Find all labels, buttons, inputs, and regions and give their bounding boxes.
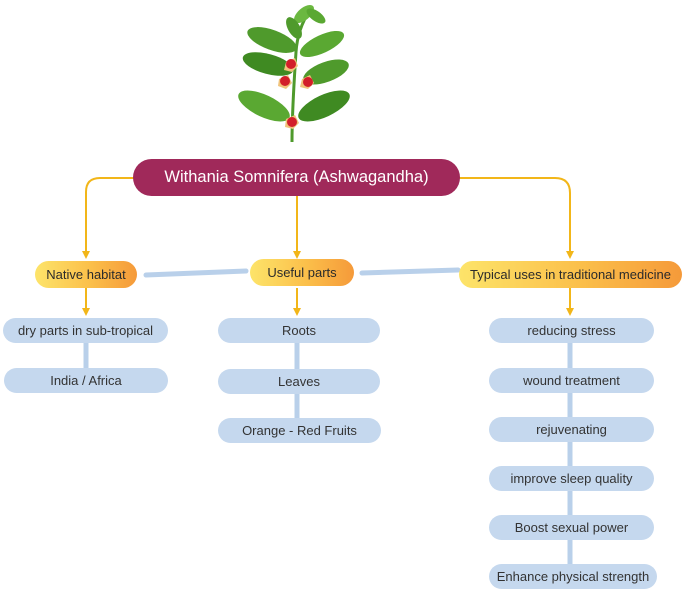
berry-1 [284,58,298,72]
category-native-habitat: Native habitat [35,261,137,288]
leaf-label: Roots [282,323,316,338]
leaf-rejuvenating: rejuvenating [489,417,654,442]
leaf-label: wound treatment [523,373,620,388]
leaf-label: Enhance physical strength [496,569,650,584]
leaf-label: dry parts in sub-tropical [17,323,154,338]
leaf-label: Boost sexual power [514,520,629,535]
link-native-to-useful [143,268,249,278]
leaf-improve-sleep-quality: improve sleep quality [489,466,654,491]
leaf-dry-parts-sub-tropical: dry parts in sub-tropical [3,318,168,343]
leaf-label: Leaves [278,374,320,389]
leaf-label: improve sleep quality [510,471,633,486]
leaf-label: rejuvenating [536,422,607,437]
category-label: Useful parts [267,265,337,280]
category-typical-uses: Typical uses in traditional medicine [459,261,682,288]
leaf-orange-red-fruits: Orange - Red Fruits [218,418,381,443]
leaf-enhance-physical-strength: Enhance physical strength [489,564,657,589]
berry-3 [300,75,314,89]
leaf-label: Orange - Red Fruits [242,423,357,438]
category-label: Native habitat [46,267,126,282]
link-useful-to-uses [359,267,461,276]
leaf-label: reducing stress [527,323,616,338]
arrow-root-to-native-habitat [82,177,135,259]
root-node: Withania Somnifera (Ashwagandha) [133,159,460,196]
leaf-label: India / Africa [50,373,122,388]
category-label: Typical uses in traditional medicine [470,267,671,282]
leaf-india-africa: India / Africa [4,368,168,393]
leaf-roots: Roots [218,318,380,343]
berry-2 [278,75,292,89]
leaf-leaves: Leaves [218,369,380,394]
root-node-label: Withania Somnifera (Ashwagandha) [164,168,429,186]
leaf-reducing-stress: reducing stress [489,318,654,343]
berry-4 [285,115,299,129]
ashwagandha-plant-icon [238,5,350,143]
leaf-wound-treatment: wound treatment [489,368,654,393]
leaf-boost-sexual-power: Boost sexual power [489,515,654,540]
category-useful-parts: Useful parts [250,259,354,286]
arrow-root-to-typical-uses [458,177,574,259]
